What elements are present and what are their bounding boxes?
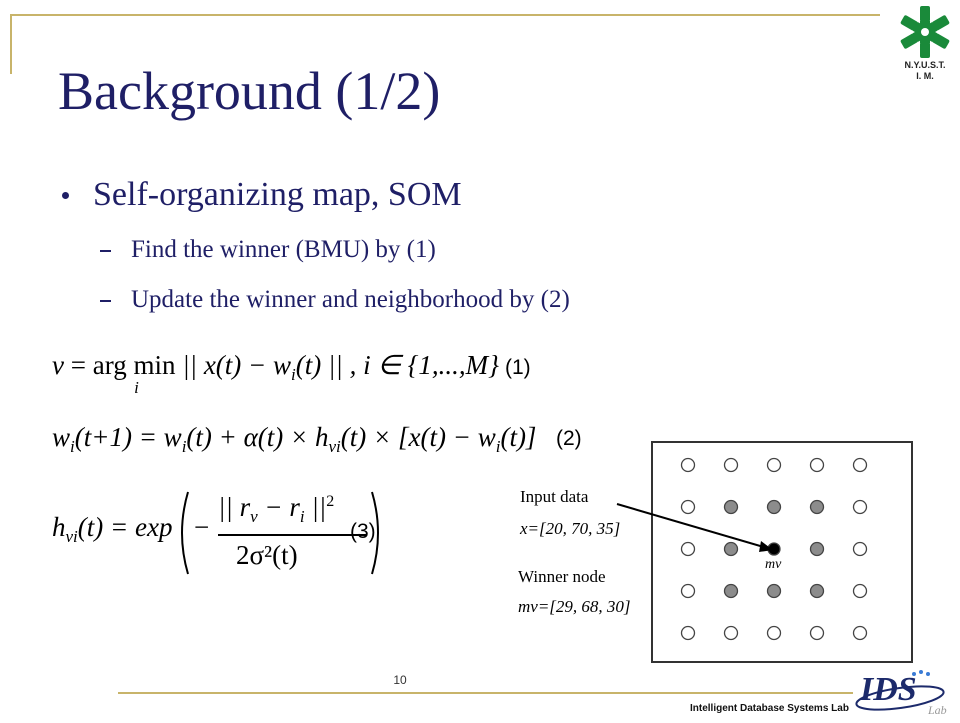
neighbor-node [723, 541, 739, 557]
eq3-numerator: || rv − ri ||2 [218, 492, 335, 526]
grid-node [809, 625, 825, 641]
bullet-main: Self-organizing map, SOM [62, 176, 462, 214]
grid-node [852, 625, 868, 641]
eq2-sub-vi: vi [328, 437, 341, 456]
grid-frame [651, 441, 913, 663]
eq2-b: (t) + α(t) × h [186, 422, 329, 452]
grid-node [852, 583, 868, 599]
eq2-d: (t)] [500, 422, 537, 452]
input-value: x=[20, 70, 35] [519, 519, 620, 538]
som-grid-diagram: Input data x=[20, 70, 35] Winner node mv… [518, 441, 913, 663]
eq1-lhs: v [52, 350, 64, 380]
page-number: 10 [393, 673, 407, 687]
input-arrow-line [616, 503, 768, 549]
grid-node [680, 457, 696, 473]
som-figure: Input data x=[20, 70, 35] Winner node mv… [515, 440, 915, 665]
equation-2: wi(t+1) = wi(t) + α(t) × hvi(t) × [x(t) … [52, 422, 536, 457]
equation-1: v = arg min i || x(t) − wi(t) || , i ∈ {… [52, 350, 499, 397]
grid-node [680, 625, 696, 641]
nyust-logo: N.Y.U.S.T. I. M. [893, 2, 957, 92]
eq1-body-b: (t) || [295, 350, 343, 380]
eq2-sub-i: i [181, 437, 187, 456]
equation-2-label: (2) [556, 427, 582, 450]
ids-logo-sub: Lab [927, 703, 947, 717]
grid-node [680, 541, 696, 557]
equation-3-label: (3) [350, 520, 376, 543]
lab-name: Intelligent Database Systems Lab [690, 703, 849, 714]
winner-value: mv=[29, 68, 30] [518, 597, 631, 616]
eq1-under: i [134, 378, 139, 397]
left-frame-line [10, 14, 12, 74]
eq3-sub-vi: vi [65, 527, 78, 546]
winner-marker-label: mv [765, 557, 782, 572]
bullet-sub-1-text: Find the winner (BMU) by (1) [131, 236, 436, 263]
bullet-main-text: Self-organizing map, SOM [93, 176, 462, 213]
grid-node [852, 457, 868, 473]
ids-logo-icon: IDS Lab [855, 670, 947, 717]
grid-node [766, 625, 782, 641]
institution-dept: I. M. [916, 71, 934, 81]
eq3-left-paren-icon [181, 491, 189, 575]
neighbor-node [723, 499, 739, 515]
eq3-right-paren-icon [371, 491, 379, 575]
eq2-c: (t) × [x(t) − w [340, 422, 496, 452]
winner-label: Winner node [518, 567, 606, 586]
neighbor-node [766, 499, 782, 515]
bullet-sub-1: Find the winner (BMU) by (1) [100, 236, 436, 264]
bottom-frame-line [118, 692, 853, 694]
grid-node [680, 583, 696, 599]
grid-node [809, 457, 825, 473]
eq2-a: (t+1) = w [74, 422, 182, 452]
grid-node [766, 457, 782, 473]
slide-title: Background (1/2) [58, 61, 441, 121]
bullet-sub-2: Update the winner and neighborhood by (2… [100, 286, 570, 314]
eq1-condition: , i ∈ {1,...,M} [349, 350, 499, 380]
eq3-fraction-bar [218, 534, 366, 536]
grid-node [723, 457, 739, 473]
grid-node [852, 541, 868, 557]
bullet-dot-icon [62, 191, 69, 199]
eq2-sub-i: i [70, 437, 75, 456]
eq1-argmin: arg min [92, 350, 176, 380]
neighbor-node [809, 499, 825, 515]
eq3-denominator: 2σ²(t) [236, 540, 298, 570]
eq1-body-a: || x(t) − w [182, 350, 292, 380]
eq3-a: (t) = exp [77, 512, 173, 542]
grid-node [723, 625, 739, 641]
dash-icon [100, 300, 111, 303]
grid-node [852, 499, 868, 515]
institution-name: N.Y.U.S.T. [904, 60, 946, 70]
neighbor-node [723, 583, 739, 599]
grid-node [680, 499, 696, 515]
neighbor-node [809, 583, 825, 599]
bullet-sub-2-text: Update the winner and neighborhood by (2… [131, 286, 570, 313]
ids-logo-text: IDS [859, 671, 917, 708]
eq2-sub-i: i [495, 437, 501, 456]
dash-icon [100, 250, 111, 253]
input-label: Input data [520, 487, 589, 506]
neighbor-node [809, 541, 825, 557]
eq2-w: w [52, 422, 71, 452]
input-arrow-head-icon [759, 541, 773, 552]
eq1-sub: i [291, 365, 296, 384]
nyust-emblem-icon [900, 6, 950, 58]
eq3-h: h [52, 512, 66, 542]
neighbor-node [766, 583, 782, 599]
equation-1-label: (1) [505, 356, 531, 379]
top-frame-line [10, 14, 880, 16]
ids-lab-logo: IDS Lab [852, 664, 958, 718]
eq3-minus: − [194, 512, 210, 542]
